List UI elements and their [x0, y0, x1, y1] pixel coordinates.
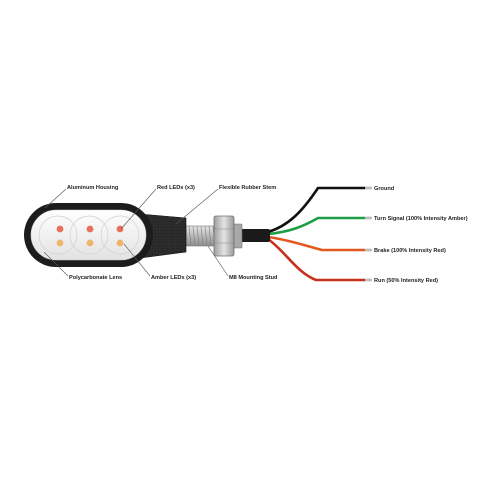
wire-turn-signal: [266, 216, 367, 236]
amber-led: [86, 239, 94, 247]
wire-run: [266, 237, 367, 282]
label-amber-leds: Amber LEDs (x3): [151, 275, 196, 281]
red-led: [56, 225, 64, 233]
wire-label-ground: Ground: [374, 186, 395, 192]
stud-threads: [188, 225, 216, 247]
wire-labels: Ground Turn Signal (100% Intensity Amber…: [374, 186, 468, 284]
label-mounting-stud: M8 Mounting Stud: [229, 275, 278, 281]
amber-led: [116, 239, 124, 247]
wire-brake: [266, 235, 367, 252]
wire-ground: [266, 186, 367, 234]
label-flexible-stem: Flexible Rubber Stem: [219, 185, 276, 191]
red-led: [86, 225, 94, 233]
led-marker-light-icon: [24, 203, 153, 267]
leader-flexible-stem: [175, 188, 219, 225]
component-labels: Aluminum Housing Red LEDs (x3) Flexible …: [67, 185, 278, 281]
label-aluminum-housing: Aluminum Housing: [67, 185, 119, 191]
wire-label-brake: Brake (100% Intensity Red): [374, 248, 446, 254]
wire-tip-turn-signal: [365, 216, 372, 220]
label-polycarbonate-lens: Polycarbonate Lens: [69, 275, 122, 281]
label-red-leds: Red LEDs (x3): [157, 185, 195, 191]
stud-washer: [233, 223, 243, 249]
leader-polycarbonate-lens: [43, 251, 69, 277]
leader-amber-leds: [123, 243, 151, 277]
leader-aluminum-housing: [44, 188, 67, 209]
amber-led: [56, 239, 64, 247]
leader-mounting-stud: [207, 245, 229, 277]
wire-label-turn-signal: Turn Signal (100% Intensity Amber): [374, 216, 468, 222]
mounting-stud: [185, 215, 243, 257]
hex-nut-icon: [213, 215, 235, 257]
wire-sheath: [240, 229, 270, 242]
leader-lines: [43, 188, 229, 277]
wire-tip-brake: [365, 248, 372, 252]
red-led: [116, 225, 124, 233]
leader-red-leds: [120, 188, 157, 230]
wire-harness: [240, 186, 372, 282]
wire-tip-run: [365, 278, 372, 282]
lens-rings: [38, 215, 140, 255]
polycarbonate-lens: [30, 209, 147, 261]
wire-tip-ground: [365, 186, 372, 190]
wire-label-run: Run (50% Intensity Red): [374, 278, 438, 284]
